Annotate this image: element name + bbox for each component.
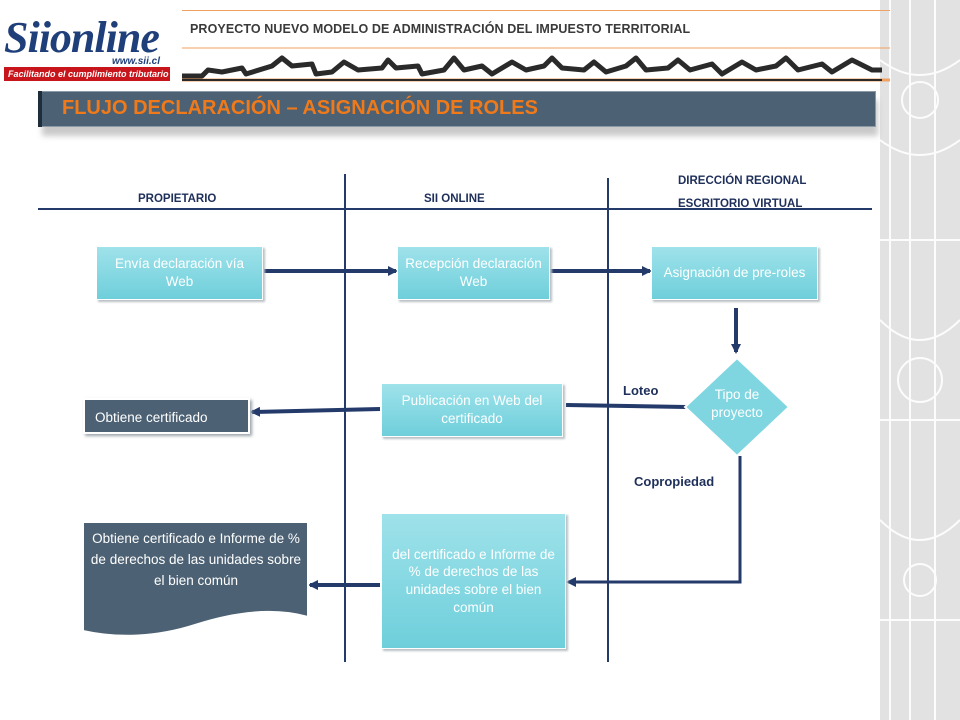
lane-divider-1: [344, 174, 346, 662]
logo-url: www.sii.cl: [112, 56, 160, 67]
skyline-illustration: [182, 55, 882, 81]
title-banner: [38, 91, 876, 127]
lane-label-direccion-regional: DIRECCIÓN REGIONAL: [678, 175, 807, 187]
logo-tagline: Facilitando el cumplimiento tributario: [4, 67, 170, 81]
node-recepcion-declaracion: Recepción declaración Web: [397, 246, 550, 300]
logo-wordmark: Siionline: [4, 12, 160, 63]
banner-accent: [38, 91, 42, 127]
arrow-tipo-to-publicacion: [565, 403, 687, 409]
arrow-publicacion-to-obtiene: [250, 406, 381, 417]
slide-title: FLUJO DECLARACIÓN – ASIGNACIÓN DE ROLES: [62, 97, 538, 119]
lane-label-propietario: PROPIETARIO: [138, 193, 217, 205]
logo-word-online: online: [49, 13, 160, 62]
node-tipo-proyecto: Tipo de proyecto: [711, 387, 763, 420]
edge-label-loteo: Loteo: [623, 383, 659, 398]
node-obtiene-certificado: Obtiene certificado: [83, 398, 250, 434]
decorative-side-strip: [880, 0, 960, 720]
document-shape: [82, 521, 309, 637]
lane-divider-2: [607, 178, 609, 662]
node-publicacion-certificado: Publicación en Web del certificado: [381, 383, 563, 437]
logo-word-sii: Sii: [4, 13, 51, 62]
lane-label-escritorio-virtual: ESCRITORIO VIRTUAL: [678, 198, 803, 210]
node-publicacion-informe: del certificado e Informe de % de derech…: [381, 513, 566, 649]
lane-label-sii-online: SII ONLINE: [424, 193, 485, 205]
sii-online-logo: Siionline www.sii.cl Facilitando el cump…: [4, 12, 176, 82]
node-asignacion-pre-roles: Asignación de pre-roles: [651, 246, 818, 300]
node-envia-declaracion: Envía declaración vía Web: [96, 246, 263, 300]
arrow-tipo-to-publicacion-informe: [566, 456, 742, 587]
node-obtiene-certificado-informe: Obtiene certificado e Informe de % de de…: [90, 531, 302, 588]
edge-label-copropiedad: Copropiedad: [634, 474, 715, 489]
decision-diamond: [683, 356, 791, 458]
lane-header-line: [38, 208, 872, 210]
project-title: PROYECTO NUEVO MODELO DE ADMINISTRACIÓN …: [190, 22, 691, 36]
